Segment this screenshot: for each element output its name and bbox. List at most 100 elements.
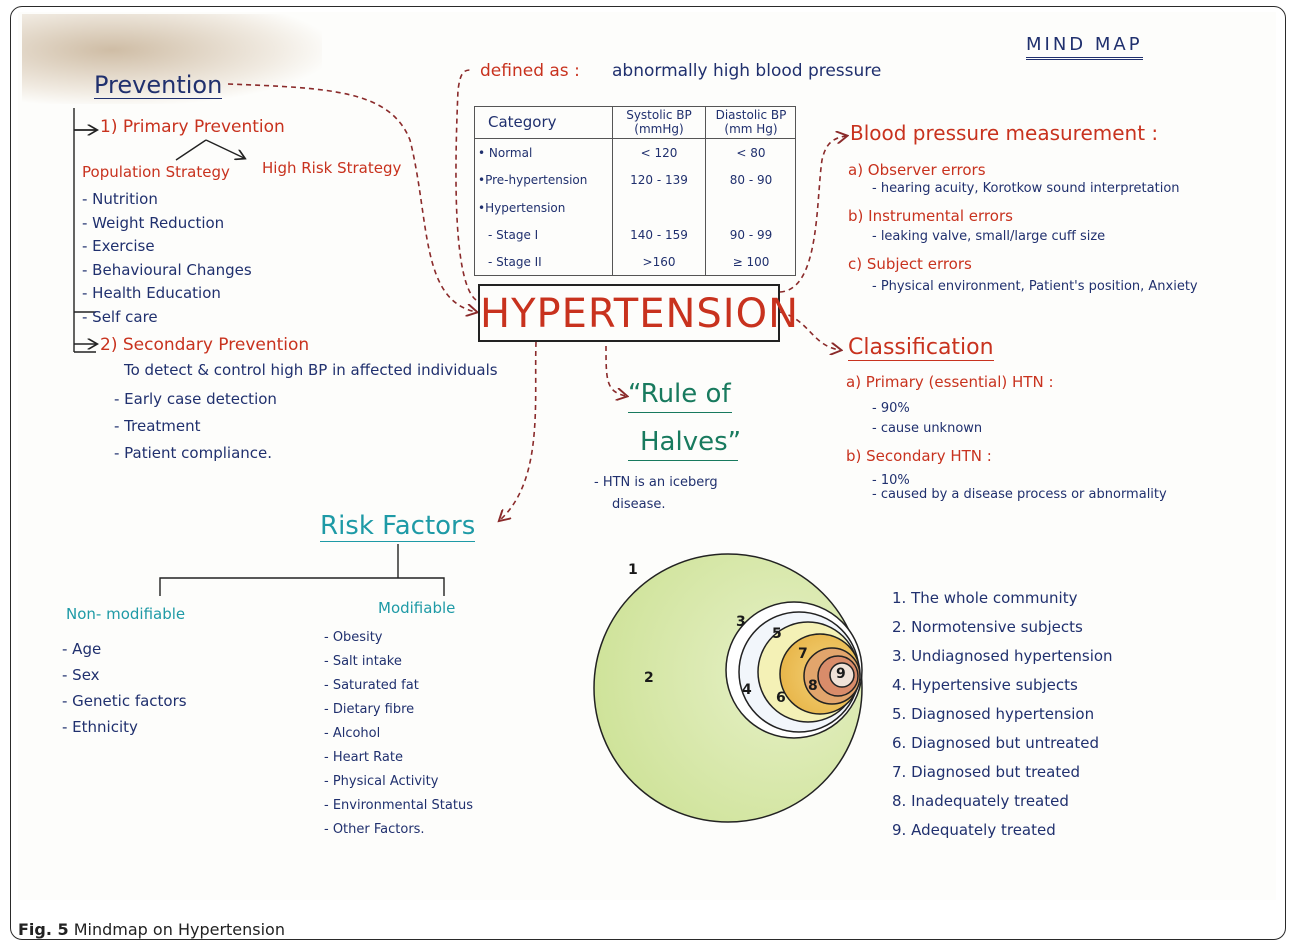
iceberg-label-7: 7 <box>798 646 808 662</box>
legend-item: 6. Diagnosed but untreated <box>892 729 1113 758</box>
list-item: - Exercise <box>82 235 252 259</box>
bp-header-systolic: Systolic BP (mmHg) <box>613 106 706 139</box>
classification-secondary-item: - caused by a disease process or abnorma… <box>872 488 1167 502</box>
risk-tree <box>160 544 444 596</box>
list-item: - Treatment <box>114 413 277 440</box>
measurement-c-detail: - Physical environment, Patient's positi… <box>872 280 1198 294</box>
bp-cell: •Hypertension <box>474 194 613 221</box>
defined-as-label: defined as : <box>480 62 580 81</box>
list-item: - Age <box>62 636 187 662</box>
list-item: - Alcohol <box>324 722 473 746</box>
measurement-a-detail: - hearing acuity, Korotkow sound interpr… <box>872 182 1180 196</box>
list-item: - Other Factors. <box>324 818 473 842</box>
bp-cell: 140 - 159 <box>613 221 706 248</box>
list-item: - Behavioural Changes <box>82 259 252 283</box>
list-item: - Heart Rate <box>324 746 473 770</box>
bp-cell: •Pre-hypertension <box>474 167 613 194</box>
list-item: - Nutrition <box>82 188 252 212</box>
iceberg-legend: 1. The whole community 2. Normotensive s… <box>892 584 1113 845</box>
iceberg-note-2: disease. <box>612 498 666 512</box>
bp-cell <box>706 194 797 221</box>
rule-divider <box>628 412 732 413</box>
mindmap-title: MIND MAP <box>1026 34 1143 60</box>
rule-of-halves-line2: Halves” <box>640 428 741 457</box>
connector-defined <box>456 70 476 300</box>
measurement-heading: Blood pressure measurement : <box>850 122 1158 144</box>
iceberg-label-2: 2 <box>644 670 654 686</box>
caption-label: Fig. 5 <box>18 920 69 939</box>
bp-row: - Stage I 140 - 159 90 - 99 <box>474 221 796 248</box>
measurement-b-detail: - leaking valve, small/large cuff size <box>872 230 1105 244</box>
non-modifiable-heading: Non- modifiable <box>66 606 185 623</box>
list-item: - Self care <box>82 306 252 330</box>
center-topic: HYPERTENSION <box>478 284 780 342</box>
iceberg-note-1: - HTN is an iceberg <box>594 476 718 490</box>
non-modifiable-list: - Age - Sex - Genetic factors - Ethnicit… <box>62 636 187 740</box>
bp-cell: ≥ 100 <box>706 249 797 276</box>
legend-item: 2. Normotensive subjects <box>892 613 1113 642</box>
list-item: - Genetic factors <box>62 688 187 714</box>
bp-cell: 90 - 99 <box>706 221 797 248</box>
classification-primary-item: - cause unknown <box>872 422 982 436</box>
connector-rule <box>606 346 626 396</box>
classification-heading: Classification <box>848 336 994 361</box>
list-item: - Early case detection <box>114 386 277 413</box>
bp-cell: >160 <box>613 249 706 276</box>
bp-cell: 120 - 139 <box>613 167 706 194</box>
iceberg-label-1: 1 <box>628 562 638 578</box>
legend-item: 5. Diagnosed hypertension <box>892 700 1113 729</box>
bp-cell: - Stage II <box>474 249 613 276</box>
list-item: - Sex <box>62 662 187 688</box>
bp-row: •Hypertension <box>474 194 796 221</box>
bp-table-header: Category Systolic BP (mmHg) Diastolic BP… <box>474 106 796 139</box>
legend-item: 1. The whole community <box>892 584 1113 613</box>
list-item: - Obesity <box>324 626 473 650</box>
list-item: - Weight Reduction <box>82 212 252 236</box>
list-item: - Health Education <box>82 282 252 306</box>
modifiable-heading: Modifiable <box>378 600 455 617</box>
list-item: - Physical Activity <box>324 770 473 794</box>
bp-cell: < 80 <box>706 139 797 167</box>
primary-prevention: 1) Primary Prevention <box>100 118 285 137</box>
bp-cell: 80 - 90 <box>706 167 797 194</box>
population-strategy: Population Strategy <box>82 164 230 181</box>
iceberg-label-6: 6 <box>776 690 786 706</box>
legend-item: 8. Inadequately treated <box>892 787 1113 816</box>
defined-as-text: abnormally high blood pressure <box>612 62 881 81</box>
secondary-prevention-list: - Early case detection - Treatment - Pat… <box>114 386 277 467</box>
measurement-b-title: b) Instrumental errors <box>848 208 1013 225</box>
list-item: - Dietary fibre <box>324 698 473 722</box>
bp-cell <box>613 194 706 221</box>
bp-cell: • Normal <box>474 139 613 167</box>
bp-row: - Stage II >160 ≥ 100 <box>474 249 796 276</box>
iceberg-label-8: 8 <box>808 678 818 694</box>
list-item: - Salt intake <box>324 650 473 674</box>
high-risk-strategy: High Risk Strategy <box>262 160 401 177</box>
measurement-a-title: a) Observer errors <box>848 162 986 179</box>
legend-item: 4. Hypertensive subjects <box>892 671 1113 700</box>
classification-secondary: b) Secondary HTN : <box>846 448 992 465</box>
measurement-c-title: c) Subject errors <box>848 256 972 273</box>
iceberg-label-3: 3 <box>736 614 746 630</box>
iceberg-label-5: 5 <box>772 626 782 642</box>
bp-header-category: Category <box>474 106 613 139</box>
iceberg-label-4: 4 <box>742 682 752 698</box>
primary-prevention-list: - Nutrition - Weight Reduction - Exercis… <box>82 188 252 329</box>
bp-cell: - Stage I <box>474 221 613 248</box>
connector-risk <box>500 342 536 520</box>
classification-primary: a) Primary (essential) HTN : <box>846 374 1054 391</box>
prevention-heading: Prevention <box>94 72 222 99</box>
risk-factors-heading: Risk Factors <box>320 512 475 542</box>
bp-table: Category Systolic BP (mmHg) Diastolic BP… <box>474 106 796 276</box>
strategy-fork <box>176 140 244 160</box>
iceberg-label-9: 9 <box>836 666 846 682</box>
bp-row: •Pre-hypertension 120 - 139 80 - 90 <box>474 167 796 194</box>
list-item: - Environmental Status <box>324 794 473 818</box>
classification-primary-item: - 90% <box>872 402 910 416</box>
list-item: - Patient compliance. <box>114 440 277 467</box>
rule-underline <box>628 460 738 461</box>
list-item: - Saturated fat <box>324 674 473 698</box>
legend-item: 9. Adequately treated <box>892 816 1113 845</box>
legend-item: 7. Diagnosed but treated <box>892 758 1113 787</box>
caption-text: Mindmap on Hypertension <box>69 920 285 939</box>
